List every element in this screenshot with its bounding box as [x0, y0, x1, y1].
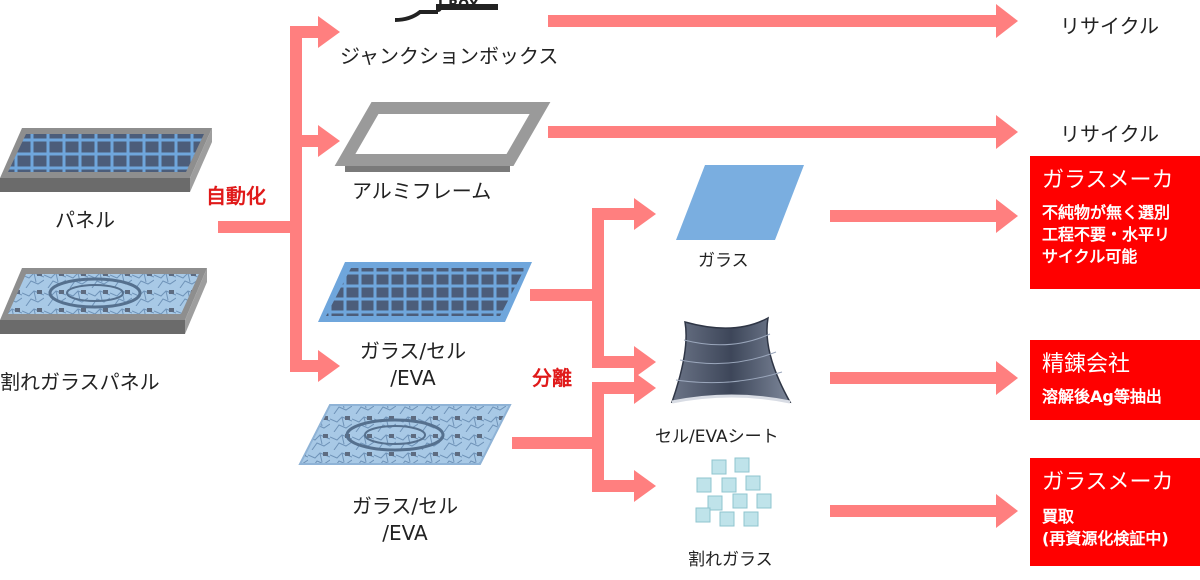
broken-panel-image	[0, 268, 207, 334]
cell-eva-sheet-image	[670, 316, 792, 404]
broken-glass-cell-eva-image	[298, 404, 512, 465]
jbox-label: ジャンクションボックス	[340, 44, 559, 68]
junction-box-image	[394, 4, 498, 22]
broken-panel-label: 割れガラスパネル	[0, 370, 160, 394]
auto-branch-vertical	[290, 28, 302, 372]
glass-maker-2-line: (再資源化検証中)	[1042, 529, 1169, 548]
broken-glass-cubes-image	[695, 457, 772, 527]
arrow-frame-recycle	[548, 126, 998, 138]
broken-glass-cell-eva-label: ガラス/セル /EVA	[340, 490, 470, 545]
broken-glass-label: 割れガラス	[688, 550, 773, 570]
glass-maker-2-title: ガラスメーカ	[1042, 470, 1174, 495]
arrow-refinery	[830, 372, 1000, 384]
refinery-title: 精錬会社	[1042, 352, 1131, 377]
glass-maker-1-title: ガラスメーカ	[1042, 168, 1174, 193]
glass-cell-eva-label: ガラス/セル /EVA	[348, 335, 478, 390]
frame-label: アルミフレーム	[352, 179, 492, 203]
glass-cell-eva-label-line1: ガラス/セル	[359, 339, 467, 363]
glass-sheet-image	[676, 165, 804, 240]
separation-label: 分離	[532, 366, 572, 390]
glass-maker-1-line: 工程不要・水平リ	[1042, 225, 1171, 244]
arrow-glass-maker	[830, 210, 1000, 222]
recycle-label-1: リサイクル	[1060, 14, 1159, 38]
auto-branch-horizontal	[218, 221, 298, 233]
broken-glass-cell-eva-label-line2: /EVA	[382, 521, 428, 545]
jbox-tag: J-BOX	[438, 0, 479, 13]
glass-cell-eva-image	[318, 262, 532, 322]
solar-panel-image	[0, 128, 212, 192]
glass-label: ガラス	[698, 251, 749, 271]
arrow-glass-maker-2	[830, 505, 1000, 517]
arrow-jbox-recycle	[548, 15, 998, 27]
aluminum-frame-image	[334, 102, 551, 172]
panel-label: パネル	[55, 208, 115, 232]
glass-maker-1-line: 不純物が無く選別	[1042, 203, 1171, 222]
glass-maker-1-line: サイクル可能	[1042, 247, 1138, 266]
glass-cell-eva-label-line2: /EVA	[390, 366, 436, 390]
recycle-label-2: リサイクル	[1060, 122, 1159, 146]
refinery-desc: 溶解後Ag等抽出	[1042, 387, 1162, 406]
flow-arrows	[218, 4, 1018, 528]
glass-maker-1-desc: 不純物が無く選別 工程不要・水平リ サイクル可能	[1030, 194, 1200, 268]
cell-eva-sheet-label: セル/EVAシート	[655, 427, 779, 447]
glass-maker-2-desc: 買取 (再資源化検証中)	[1030, 496, 1200, 550]
automation-label: 自動化	[206, 184, 266, 208]
broken-glass-cell-eva-label-line1: ガラス/セル	[351, 494, 459, 518]
glass-maker-box-1: ガラスメーカ 不純物が無く選別 工程不要・水平リ サイクル可能	[1030, 156, 1200, 289]
refinery-box: 精錬会社 溶解後Ag等抽出	[1030, 340, 1200, 420]
glass-maker-2-line: 買取	[1042, 507, 1075, 526]
glass-maker-box-2: ガラスメーカ 買取 (再資源化検証中)	[1030, 458, 1200, 566]
